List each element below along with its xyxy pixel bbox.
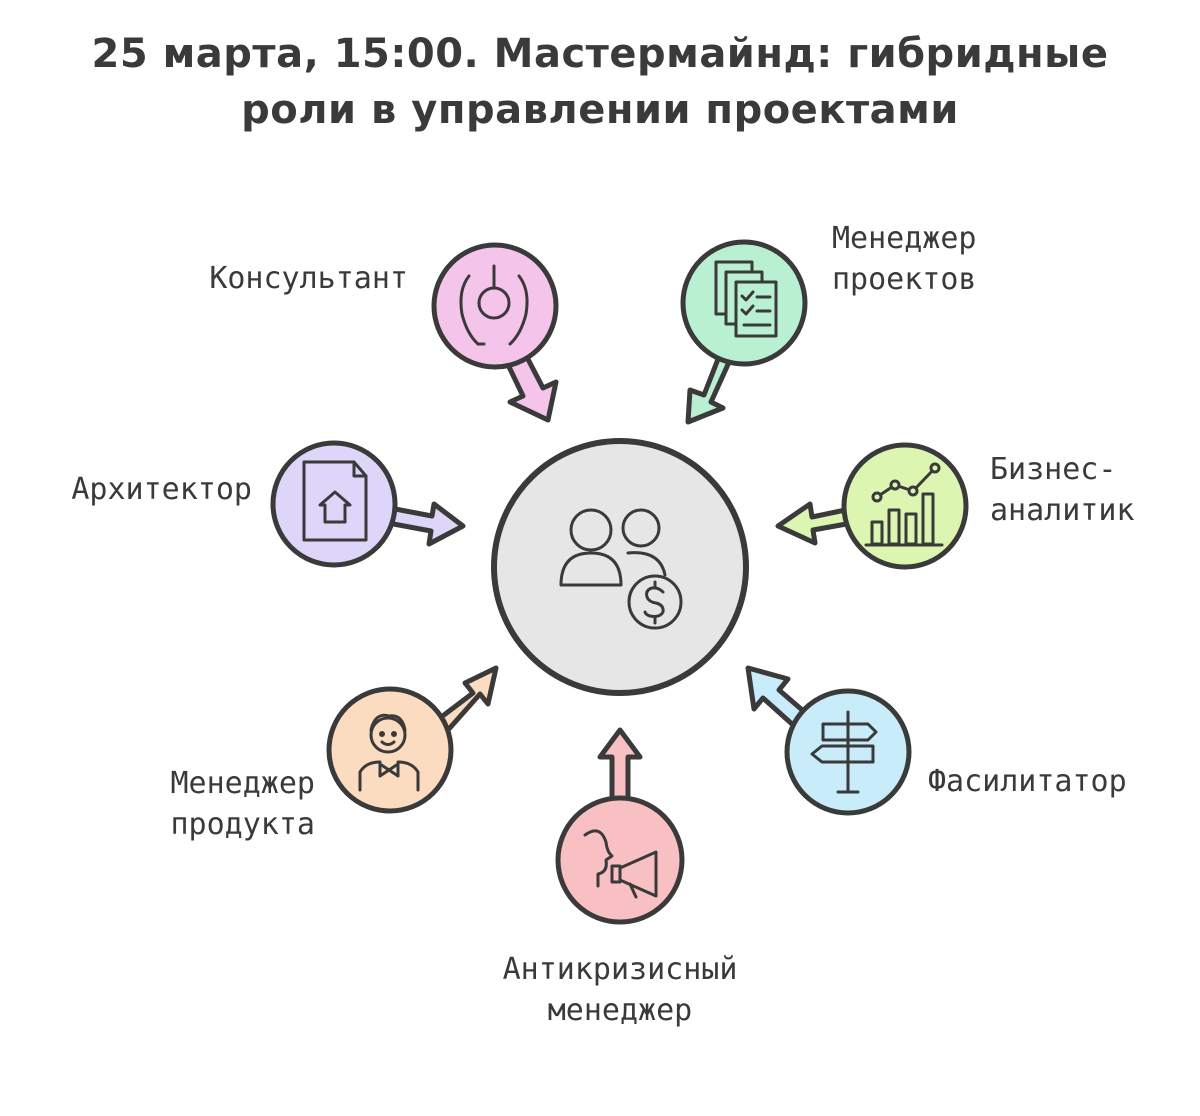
label-consultant: Консультант: [209, 261, 408, 296]
role-project-manager: [680, 239, 808, 425]
center-node: [491, 438, 749, 696]
project-manager-arrow: [685, 351, 733, 425]
role-consultant: [431, 242, 559, 423]
business-analyst-arrow: [775, 501, 855, 546]
title-line-2: роли в управлении проектами: [241, 87, 959, 133]
role-product-manager: [326, 665, 499, 814]
label-business-analyst: Бизнес- аналитик: [990, 452, 1135, 528]
bar-line-chart-icon: [864, 462, 944, 547]
label-product-manager: Менеджер продукта: [170, 766, 316, 842]
role-crisis-manager: [555, 727, 685, 925]
diagram-title: 25 марта, 15:00. Мастермайнд: гибридные …: [0, 26, 1200, 138]
label-project-manager: Менеджер проектов: [832, 221, 977, 297]
signpost-icon: [810, 710, 878, 794]
label-facilitator: Фасилитатор: [928, 764, 1127, 799]
architect-arrow: [385, 501, 466, 547]
title-line-1: 25 марта, 15:00. Мастермайнд: гибридные: [91, 31, 1109, 77]
role-facilitator: [745, 665, 912, 816]
person-bowtie-icon: [358, 713, 420, 792]
checklist-documents-icon: [714, 260, 778, 338]
label-crisis-manager: Антикризисный менеджер: [502, 952, 738, 1028]
crisis-manager-arrow: [597, 727, 643, 803]
role-architect: [270, 440, 466, 568]
label-architect: Архитектор: [71, 472, 252, 507]
product-manager-arrow: [437, 665, 499, 733]
people-dollar-icon: [559, 508, 683, 630]
blueprint-house-icon: [302, 460, 368, 542]
headset-icon: [459, 264, 529, 346]
role-business-analyst: [775, 442, 969, 570]
megaphone-speaker-icon: [583, 829, 658, 899]
facilitator-arrow: [745, 665, 811, 727]
